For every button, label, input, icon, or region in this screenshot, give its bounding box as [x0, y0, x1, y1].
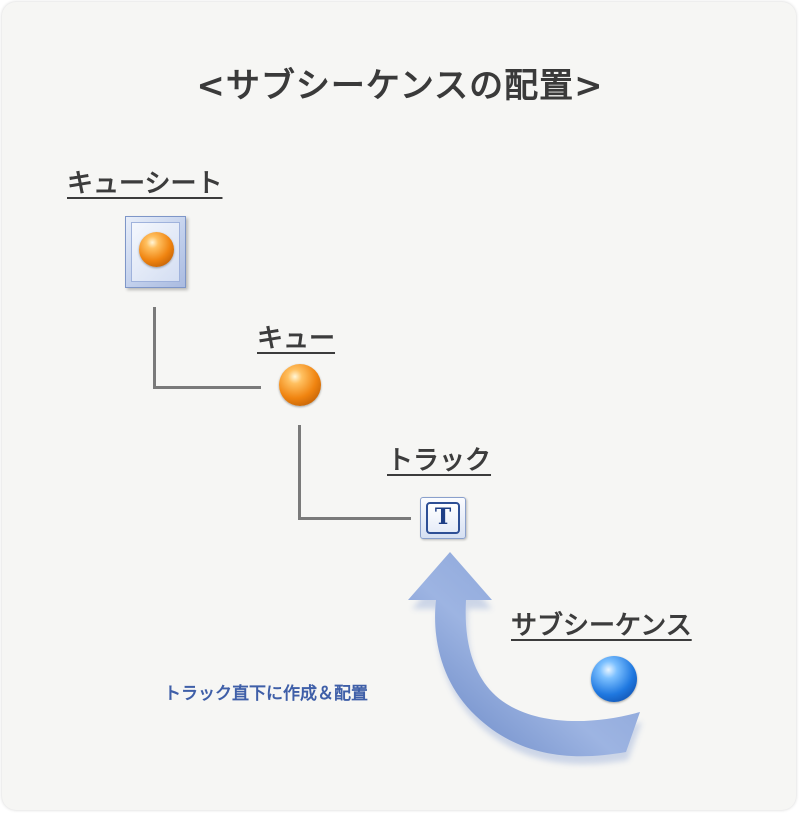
- cue-ball-icon: [279, 364, 321, 406]
- track-icon: T: [420, 497, 466, 539]
- arrow-caption: トラック直下に作成＆配置: [164, 684, 368, 704]
- sub-sequence-label: サブシーケンス: [511, 611, 692, 641]
- connector-cue-to-track: [298, 425, 411, 520]
- connector-cuesheet-to-cue: [153, 307, 261, 389]
- cue-label: キュー: [257, 324, 336, 354]
- blue-ball-icon: [591, 656, 637, 702]
- track-label: トラック: [387, 446, 492, 476]
- arrow-body: [408, 552, 640, 757]
- cue-sheet-label: キューシート: [67, 169, 223, 199]
- arrow-shadow: [412, 562, 642, 765]
- orange-ball-icon: [139, 232, 174, 267]
- track-letter-t: T: [426, 502, 460, 534]
- diagram-title: <サブシーケンスの配置>: [196, 66, 604, 106]
